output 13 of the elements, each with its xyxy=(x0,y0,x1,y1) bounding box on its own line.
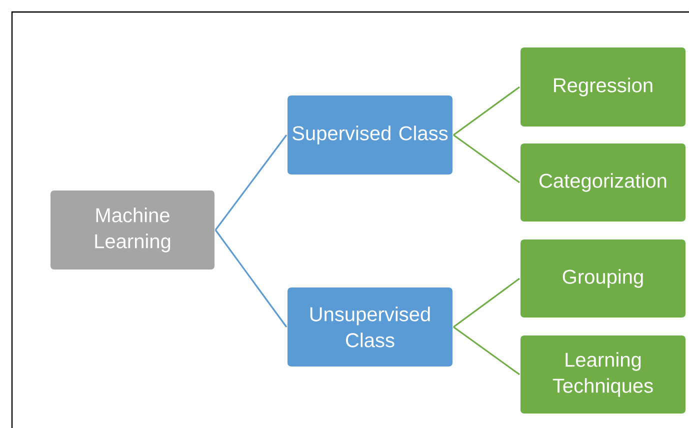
leaf-box: Categorization xyxy=(520,142,686,222)
connector-line xyxy=(453,278,520,328)
connector-line xyxy=(453,134,520,184)
connector-line xyxy=(214,230,288,328)
leaf-box: Learning Techniques xyxy=(520,334,686,414)
leaf-box: Regression xyxy=(520,46,686,128)
category-box: Machine Learning xyxy=(50,190,216,270)
category-box: Supervised Class xyxy=(286,94,454,176)
connector-line xyxy=(453,326,520,376)
connector-line xyxy=(214,134,288,230)
connector-line xyxy=(453,86,520,136)
leaf-box: Grouping xyxy=(520,238,686,318)
category-box: Unsupervised Class xyxy=(286,286,454,368)
